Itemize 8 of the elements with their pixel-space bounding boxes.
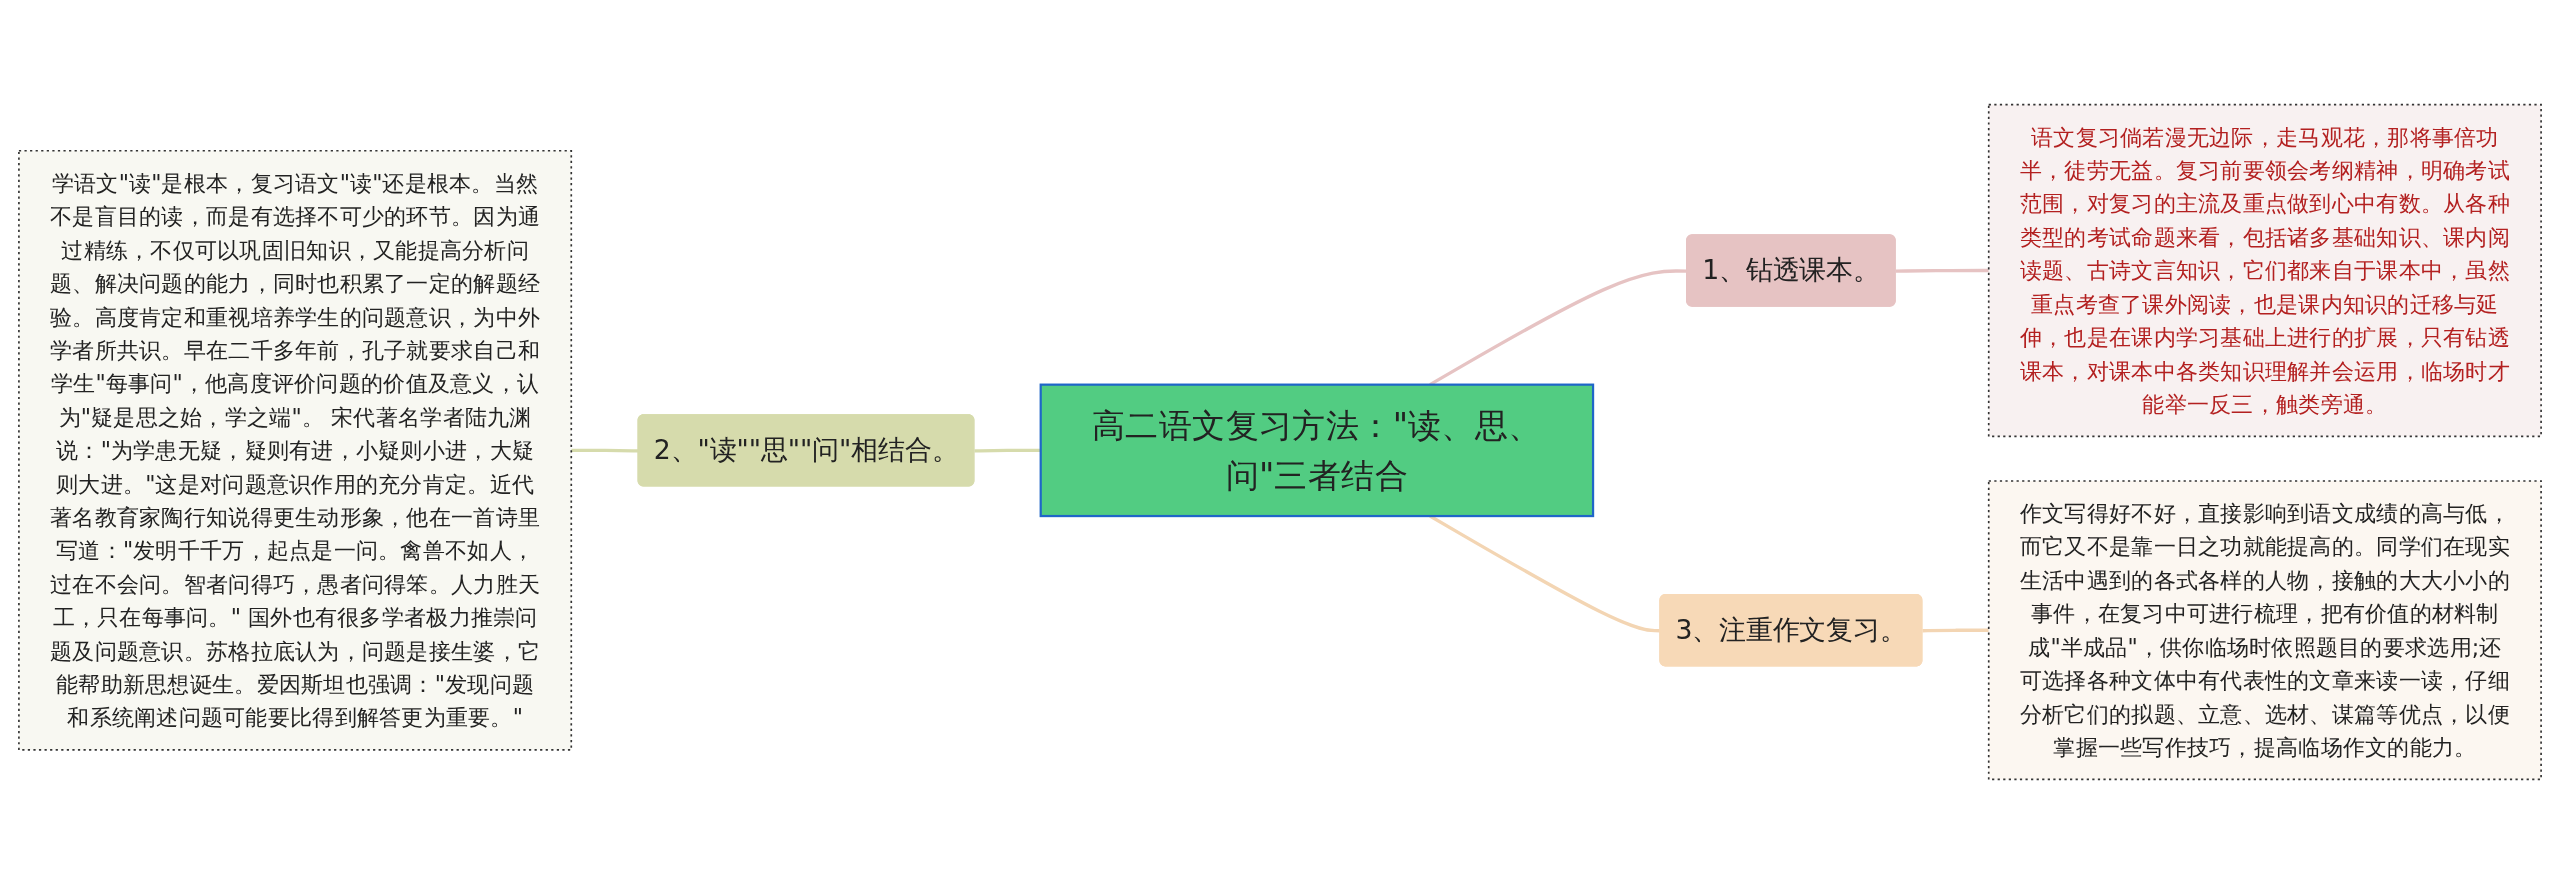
node-box: 高二语文复习方法："读、思、问"三者结合 [1039, 383, 1595, 517]
node-box: 学语文"读"是根本，复习语文"读"还是根本。当然不是盲目的读，而是有选择不可少的环节。因为通过精练，不仅可以巩固旧知识，又能提高分析问题、解决问题的能力，同时也积累了一定的解题经验。高度肯定和重视培养学生的问题意识，为中外学者所共识。早在二千多年前，孔子就要求自己和学生"每事问"，他高度评价问题的价值及意义，认为"疑是思之始，学之端"。 宋代著名学者陆九渊说："为学患无疑，疑则有进，小疑则小进，大疑则大进。"这是对问题意识作用的充分肯定。近代著名教育家陶行知说得更生动形象，他在一首诗里写道："发明千千万，起点是一问。禽兽不如人，过在不会问。智者问得巧，愚者问得笨。人力胜天工，只在每事问。" 国外也有很多学者极力推崇问题及问题意识。苏格拉底认为，问题是接生婆，它能帮助新思想诞生。爱因斯坦也强调："发现问题和系统阐述问题可能要比得到解答更为重要。" [18, 149, 573, 751]
node-box: 作文写得好不好，直接影响到语文成绩的高与低，而它又不是靠一日之功就能提高的。同学们在现实生活中遇到的各式各样的人物，接触的大大小小的事件，在复习中可进行梳理，把有价值的材料制成"半成品"，供你临场时依照题目的要求选用;还可选择各种文体中有代表性的文章来读一读，仔细分析它们的拟题、立意、选材、谋篇等优点，以便掌握一些写作技巧，提高临场作文的能力。 [1987, 479, 2542, 780]
node-box: 语文复习倘若漫无边际，走马观花，那将事倍功半，徒劳无益。复习前要领会考纲精神，明确考试范围，对复习的主流及重点做到心中有数。从各种类型的考试命题来看，包括诸多基础知识、课内阅读题、古诗文言知识，它们都来自于课本中，虽然重点考查了课外阅读，也是课内知识的迁移与延伸，也是在课内学习基础上进行的扩展，只有钻透课本，对课本中各类知识理解并会运用，临场时才能举一反三，触类旁通。 [1987, 103, 2542, 437]
connector [974, 448, 1041, 453]
connector [1895, 268, 1989, 273]
connector [571, 448, 639, 453]
connector [1922, 628, 1989, 632]
